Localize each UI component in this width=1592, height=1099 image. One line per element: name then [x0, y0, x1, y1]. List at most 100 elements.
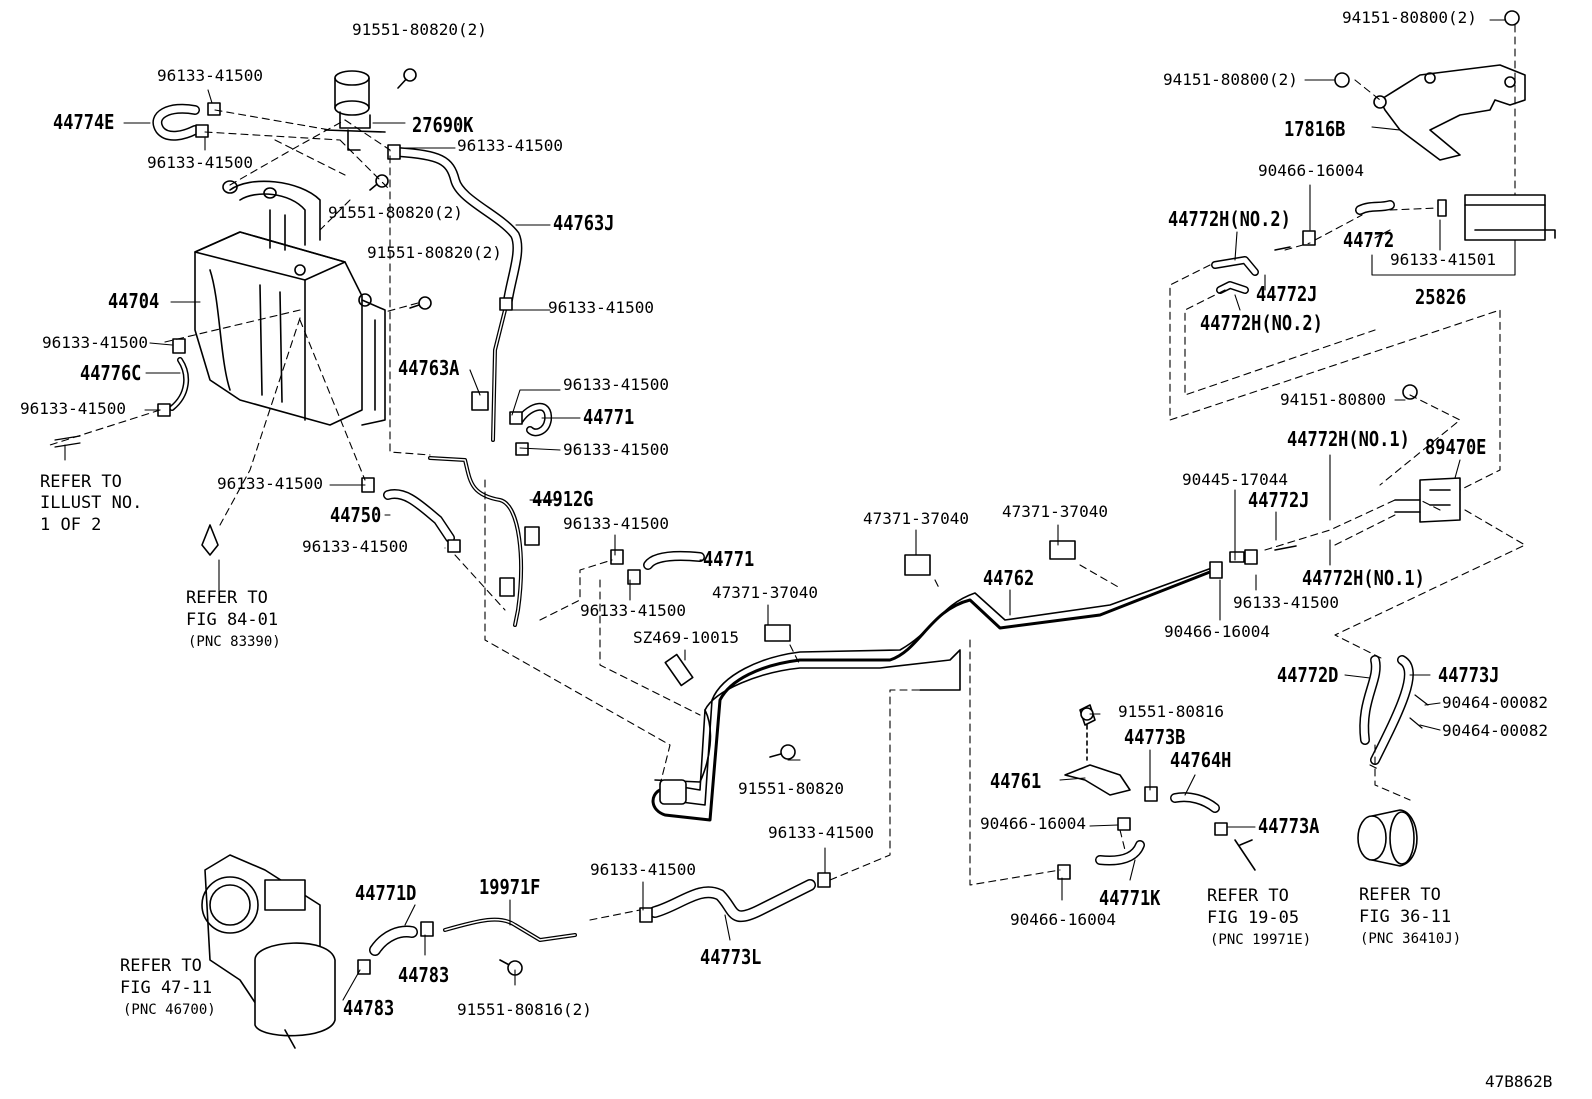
part-label: 91551-80816 [1118, 702, 1224, 721]
reference-pnc: (PNC 46700) [123, 1002, 216, 1018]
diagram-id: 47B862B [1485, 1072, 1553, 1091]
hose-44763j [393, 147, 523, 305]
part-label: 96133-41500 [147, 153, 253, 172]
part-label: 44774E [53, 110, 115, 134]
part-label: 96133-41500 [302, 537, 408, 556]
part-label: 96133-41500 [563, 514, 669, 533]
pipe-44912g [428, 456, 540, 627]
part-label: 44773B [1124, 725, 1186, 749]
part-label: 44772J [1256, 282, 1318, 306]
reference-line: FIG 36-11 [1359, 907, 1452, 927]
reference-line: REFER TO [1207, 886, 1289, 906]
fuel-inlet [1357, 809, 1418, 867]
part-label: 47371-37040 [1002, 502, 1108, 521]
part-label: 91551-80820 [738, 779, 844, 798]
part-label: 91551-80820(2) [352, 20, 487, 39]
part-label: 44783 [343, 996, 395, 1020]
leader-lines [64, 19, 1516, 1001]
part-label: 91551-80816(2) [457, 1000, 592, 1019]
connector-47371-c [764, 624, 791, 642]
part-label: 44771D [355, 881, 417, 905]
part-label: 44772H(NO.2) [1200, 311, 1323, 335]
part-label: 96133-41501 [1390, 250, 1496, 269]
reference-line: REFER TO [186, 588, 268, 608]
reference-pnc: (PNC 19971E) [1210, 932, 1312, 948]
bracket-44761 [1064, 704, 1131, 796]
part-label: 96133-41500 [157, 66, 263, 85]
part-label: 44776C [80, 361, 142, 385]
part-label: 44750 [330, 503, 382, 527]
charcoal-canister-44704 [169, 180, 386, 426]
part-label: 94151-80800(2) [1342, 8, 1477, 27]
part-label: 91551-80820(2) [367, 243, 502, 262]
part-label: 96133-41500 [563, 375, 669, 394]
pipe-44763a [471, 308, 507, 442]
part-label: 44772H(NO.1) [1302, 566, 1425, 590]
part-label: 96133-41500 [563, 440, 669, 459]
part-label: 44763J [553, 211, 615, 235]
part-label: 90445-17044 [1182, 470, 1288, 489]
part-label: 44771 [703, 547, 755, 571]
reference-pnc: (PNC 36410J) [1360, 931, 1462, 947]
reference-line: FIG 19-05 [1207, 908, 1300, 928]
part-label: 44761 [990, 769, 1042, 793]
part-label: 25826 [1415, 285, 1467, 309]
part-label: 44783 [398, 963, 450, 987]
part-label: 96133-41500 [768, 823, 874, 842]
part-label: 96133-41500 [217, 474, 323, 493]
part-label: 47371-37040 [712, 583, 818, 602]
reference-line: REFER TO [40, 472, 122, 492]
reference-line: FIG 47-11 [120, 978, 213, 998]
part-label: 44762 [983, 566, 1035, 590]
part-label: 19971F [479, 875, 541, 899]
part-label: 44772H(NO.2) [1168, 207, 1291, 231]
part-label: SZ469-10015 [633, 628, 739, 647]
part-label: 17816B [1284, 117, 1346, 141]
part-label: 94151-80800(2) [1163, 70, 1298, 89]
part-label: 44771 [583, 405, 635, 429]
part-label: 90464-00082 [1442, 721, 1548, 740]
part-label: 90464-00082 [1442, 693, 1548, 712]
bracket-17816b [1379, 64, 1526, 161]
part-label: 44912G [532, 487, 594, 511]
part-label: 44772 [1343, 228, 1395, 252]
connector-47371-b [1049, 540, 1076, 560]
reference-line: REFER TO [120, 956, 202, 976]
reference-line: REFER TO [1359, 885, 1441, 905]
part-label: 91551-80820(2) [328, 203, 463, 222]
part-label: 96133-41500 [580, 601, 686, 620]
bolts [201, 68, 1297, 976]
part-label: 47371-37040 [863, 509, 969, 528]
part-label: 94151-80800 [1280, 390, 1386, 409]
part-label: 44772D [1277, 663, 1339, 687]
reference-line: ILLUST NO. [40, 493, 143, 513]
vsv-27690k [324, 70, 386, 151]
part-label: 96133-41500 [548, 298, 654, 317]
connector-47371-a [904, 554, 931, 576]
reference-line: 1 OF 2 [40, 515, 102, 535]
part-label: 44704 [108, 289, 160, 313]
part-label: 96133-41500 [457, 136, 563, 155]
part-label: 44773J [1438, 663, 1500, 687]
part-label: 96133-41500 [20, 399, 126, 418]
main-vapor-lines [651, 564, 1221, 822]
clamps [157, 10, 1520, 975]
part-label: 90466-16004 [1164, 622, 1270, 641]
part-label: 44772H(NO.1) [1287, 427, 1410, 451]
part-label: 96133-41500 [42, 333, 148, 352]
part-label: 90466-16004 [1010, 910, 1116, 929]
part-label: 44772J [1248, 488, 1310, 512]
part-label: 44763A [398, 356, 460, 380]
dashed-lines [49, 24, 1526, 921]
filter-25826 [1464, 194, 1556, 241]
part-label: 44771K [1099, 886, 1161, 910]
plug-sz469 [664, 653, 694, 687]
throttle-body [201, 854, 336, 1049]
part-label: 96133-41500 [1233, 593, 1339, 612]
vsv-89470e [1394, 477, 1461, 523]
part-label: 27690K [412, 113, 474, 137]
reference-line: FIG 84-01 [186, 610, 279, 630]
part-label: 89470E [1425, 435, 1487, 459]
part-label: 96133-41500 [590, 860, 696, 879]
